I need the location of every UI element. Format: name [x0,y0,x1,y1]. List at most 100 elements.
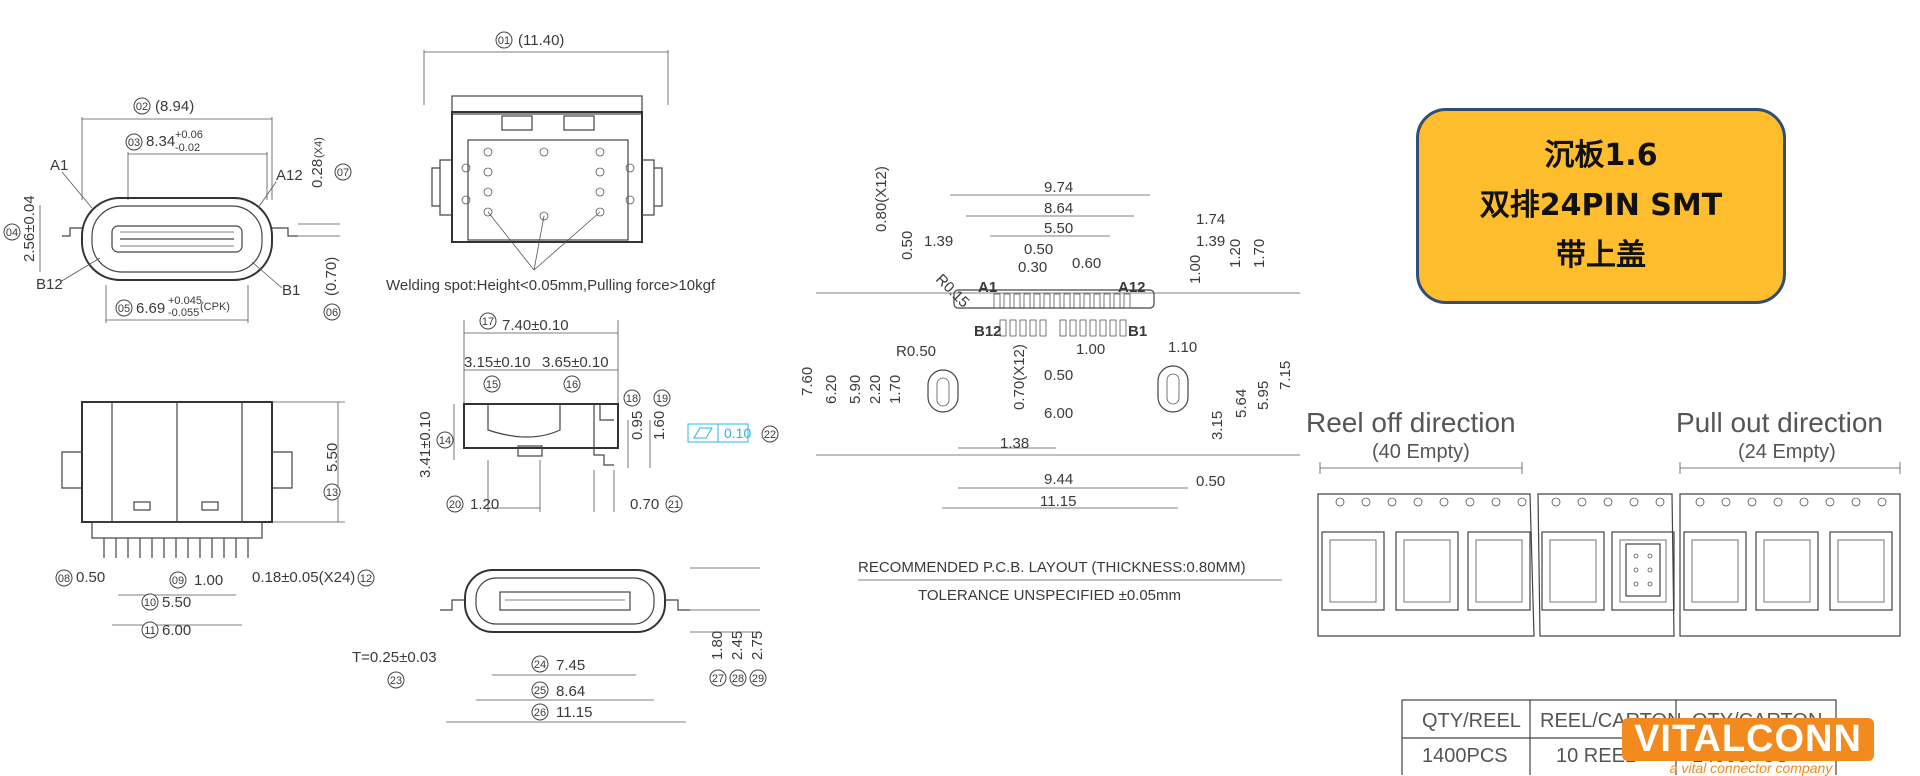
dim-27: 1.80 [709,631,726,660]
balloon-26: 26 [534,707,546,719]
pcb-label-a12: A12 [1118,279,1146,296]
dim-24: 7.45 [556,657,585,674]
pcb-dim-595: 5.95 [1255,381,1272,410]
sprocket-holes [1335,497,1887,507]
pcb-dim-030: 0.30 [1018,259,1047,276]
pcb-dim-r050: R0.50 [896,343,936,360]
pcb-dim-139b: 1.39 [1196,233,1225,250]
dim-02: (8.94) [155,98,194,115]
welding-note: Welding spot:Height<0.05mm,Pulling force… [386,277,716,294]
logo-tagline: a vital connector company [1669,760,1833,776]
pcb-dim-174: 1.74 [1196,211,1225,228]
pcb-dim-315: 3.15 [1209,411,1226,440]
dim-07-sub: (X4) [313,137,325,158]
pcb-dim-070v: 0.70(X12) [1011,344,1028,410]
flatness-icon [693,427,713,439]
dim-20: 1.20 [470,496,499,513]
balloon-23: 23 [390,675,402,687]
side-view: 17 7.40±0.10 3.15±0.10 3.65±0.10 15 16 3… [417,312,779,513]
balloon-22: 22 [764,429,776,441]
pcb-dim-120v: 1.20 [1227,239,1244,268]
tape-pockets [1321,531,1893,611]
dim-09: 1.00 [194,572,223,589]
pcb-label-b12: B12 [974,323,1002,340]
dim-25: 8.64 [556,683,585,700]
badge-line-1: 沉板1.6 [1544,138,1658,173]
reel-off-direction: Reel off direction [1306,407,1516,438]
dim-04: 2.56±0.04 [21,195,38,262]
pcb-dim-050c: 0.50 [1196,473,1225,490]
balloon-18: 18 [626,393,638,405]
balloon-25: 25 [534,685,546,697]
pcb-dim-590: 5.90 [847,375,864,404]
balloon-09: 09 [172,575,184,587]
pcb-dim-760: 7.60 [799,367,816,396]
dim-10: 5.50 [162,594,191,611]
front-bottom-view: T=0.25±0.03 23 24 7.45 25 8.64 26 11.15 … [352,567,767,723]
top-plan-view: 01 (11.40) Welding spot:Height<0.05mm,Pu… [386,31,716,294]
dim-29: 2.75 [749,631,766,660]
dim-14: 3.41±0.10 [417,411,434,478]
dim-11: 6.00 [162,622,191,639]
dim-thickness: T=0.25±0.03 [352,649,437,666]
balloon-20: 20 [449,499,461,511]
dim-05: 6.69 [136,300,165,317]
bottom-view: 5.50 13 08 0.50 09 1.00 0.18±0.05(X24) 1… [55,401,375,639]
badge-line-3: 带上盖 [1556,238,1646,273]
dim-05-sub: (CPK) [200,301,230,313]
balloon-28: 28 [732,673,744,685]
label-b1: B1 [282,282,300,299]
label-b12: B12 [36,276,63,293]
balloon-27: 27 [712,673,724,685]
dim-12: 0.18±0.05(X24) [252,569,355,586]
pull-out-direction: Pull out direction [1676,407,1883,438]
pcb-dim-944: 9.44 [1044,471,1073,488]
reel-tape: Reel off direction (40 Empty) Pull out d… [1306,407,1901,637]
table-reel-carton: 10 REEL [1556,745,1636,767]
pcb-dim-100v: 1.00 [1187,255,1204,284]
balloon-12: 12 [360,573,372,585]
balloon-14: 14 [439,435,451,447]
pcb-dim-170v: 1.70 [1251,239,1268,268]
balloon-10: 10 [144,597,156,609]
pcb-dim-138: 1.38 [1000,435,1029,452]
pcb-dim-r015: R0.15 [932,271,972,311]
badge-line-2: 双排24PIN SMT [1479,188,1723,223]
pcb-dim-170b: 1.70 [887,375,904,404]
pcb-dim-1115: 11.15 [1040,493,1076,510]
label-a12: A12 [276,167,303,184]
balloon-04: 04 [6,227,18,239]
balloon-24: 24 [534,659,546,671]
pcb-dim-110: 1.10 [1168,339,1197,356]
pcb-dim-974: 9.74 [1044,179,1073,196]
pcb-dim-050a: 0.50 [1024,241,1053,258]
dim-28: 2.45 [729,631,746,660]
balloon-08: 08 [58,573,70,585]
balloon-06: 06 [326,307,338,319]
dim-03-upper: +0.06 [175,129,203,141]
dim-03: 8.34 [146,133,175,150]
pcb-top-pads [993,293,1131,309]
balloon-16: 16 [566,379,578,391]
pcb-dim-100: 1.00 [1076,341,1105,358]
balloon-03: 03 [128,137,140,149]
pcb-dim-564: 5.64 [1233,389,1250,418]
pcb-layout: 9.74 8.64 5.50 0.50 0.30 0.60 1.39 1.74 … [799,166,1300,604]
table-qty-reel: 1400PCS [1422,745,1508,767]
dim-05-lower: -0.055 [168,307,199,319]
balloon-15: 15 [486,379,498,391]
spec-badge: 沉板1.6 双排24PIN SMT 带上盖 [1416,108,1786,304]
reel-off-empty: (40 Empty) [1372,441,1470,463]
front-view: 02 (8.94) 03 8.34 +0.06 -0.02 A1 A12 B12… [3,97,352,323]
pcb-dim-139a: 1.39 [924,233,953,250]
balloon-01: 01 [498,35,510,47]
dim-13: 5.50 [324,443,341,472]
dim-17: 7.40±0.10 [502,317,569,334]
vitalconn-logo: VITALCONN [1622,718,1874,761]
pcb-label-a1: A1 [978,279,997,296]
pcb-dim-050b: 0.50 [1044,367,1073,384]
pull-out-empty: (24 Empty) [1738,441,1836,463]
pcb-tolerance: TOLERANCE UNSPECIFIED ±0.05mm [918,587,1181,604]
taped-part [1625,543,1661,597]
dim-03-lower: -0.02 [175,142,200,154]
